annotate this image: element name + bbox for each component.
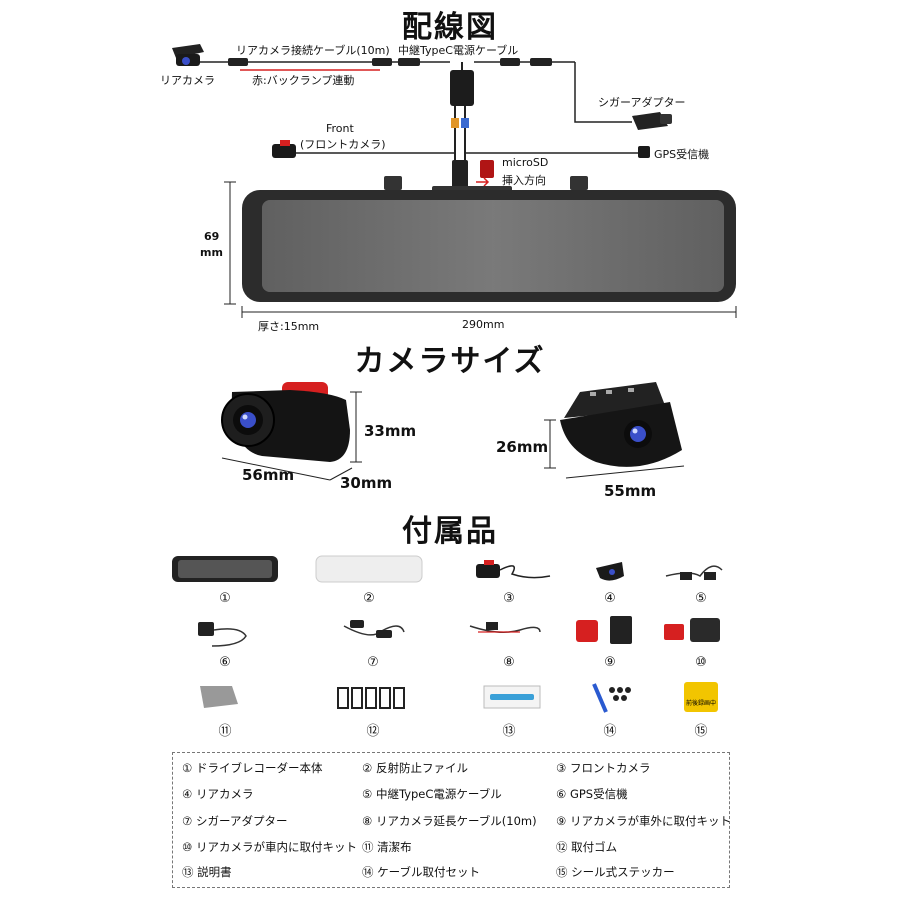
list-item: ⑩ リアカメラが車内に取付キット — [182, 840, 357, 854]
mirror-body — [242, 190, 736, 302]
list-item: ② 反射防止ファイル — [362, 761, 468, 775]
accessory-14-cable-tool — [592, 683, 631, 713]
accessory-15-sticker — [684, 682, 718, 712]
thickness-label: 厚さ:15mm — [258, 320, 320, 333]
rear-camera-height: 26mm — [496, 438, 549, 456]
accessory-number: ⑪ — [218, 724, 232, 739]
sticker-text: 前後録画中 — [686, 700, 717, 707]
width-label: 290mm — [462, 318, 505, 331]
accessory-number: ② — [363, 591, 375, 606]
accessory-number: ① — [219, 591, 231, 606]
list-item: ⑫ 取付ゴム — [556, 840, 618, 854]
front-camera-drawing — [221, 382, 350, 462]
list-item: ⑭ ケーブル取付セット — [362, 865, 480, 879]
accessory-12-rubber — [337, 687, 405, 709]
accessory-number: ⑦ — [367, 655, 379, 670]
accessory-4-rear-camera — [596, 562, 624, 581]
camera-size-title: カメラサイズ — [354, 344, 546, 379]
gps-label: GPS受信機 — [654, 148, 710, 161]
list-item: ① ドライブレコーダー本体 — [182, 761, 323, 775]
front-camera-small-icon — [272, 140, 296, 158]
height-value: 69 — [204, 230, 220, 243]
front-camera-height: 33mm — [364, 422, 417, 440]
rear-camera-label: リアカメラ — [160, 74, 215, 87]
wiring-title: 配線図 — [402, 10, 498, 45]
insert-arrow-icon — [476, 177, 490, 187]
list-item: ⑨ リアカメラが車外に取付キット — [556, 814, 731, 828]
accessory-11-cloth — [200, 686, 238, 708]
accessory-number: ⑨ — [604, 655, 616, 670]
rear-cable-label: リアカメラ接続ケーブル(10m) — [236, 44, 390, 57]
front-label-en: Front — [326, 122, 354, 135]
accessory-1-mirror — [172, 556, 278, 582]
rear-camera-drawing — [560, 382, 682, 467]
microsd-icon — [480, 160, 494, 178]
insert-direction-label: 挿入方向 — [502, 174, 546, 187]
accessory-6-gps — [198, 622, 247, 647]
accessory-3-front-camera — [476, 560, 551, 579]
accessory-number: ⑧ — [503, 655, 515, 670]
front-camera-depth: 30mm — [340, 474, 393, 492]
accessory-number: ⑭ — [603, 724, 617, 739]
accessory-7-cigar — [343, 620, 405, 638]
accessory-9-outside-kit — [576, 616, 632, 644]
accessory-list — [172, 752, 730, 888]
front-label-jp: (フロントカメラ) — [300, 138, 386, 151]
accessory-number: ⑬ — [502, 724, 516, 739]
cigar-adapter-icon — [632, 112, 672, 130]
accessory-number: ⑫ — [366, 724, 380, 739]
front-camera-width: 56mm — [242, 466, 295, 484]
list-item: ⑦ シガーアダプター — [182, 814, 288, 828]
list-item: ④ リアカメラ — [182, 787, 254, 801]
accessory-number: ⑩ — [695, 655, 707, 670]
cigar-adapter-label: シガーアダプター — [598, 96, 686, 109]
accessory-number: ④ — [604, 591, 616, 606]
microsd-label: microSD — [502, 156, 549, 169]
list-item: ③ フロントカメラ — [556, 761, 651, 775]
list-item: ⑮ シール式ステッカー — [556, 865, 675, 879]
accessory-number: ⑮ — [694, 724, 708, 739]
list-item: ⑥ GPS受信機 — [556, 787, 628, 801]
accessory-2-film — [315, 555, 423, 583]
accessories-title: 付属品 — [402, 514, 498, 549]
list-item: ⑪ 清潔布 — [362, 840, 412, 854]
accessory-number: ⑥ — [219, 655, 231, 670]
back-lamp-label: 赤:バックランプ連動 — [252, 74, 355, 87]
accessory-13-manual — [483, 685, 541, 709]
accessory-5-relay-cable — [665, 565, 723, 580]
rear-camera-width: 55mm — [604, 482, 657, 500]
accessory-number: ③ — [503, 591, 515, 606]
accessory-8-extension-cable — [469, 622, 541, 633]
list-item: ⑬ 説明書 — [182, 865, 232, 879]
accessory-number: ⑤ — [695, 591, 707, 606]
list-item: ⑤ 中継TypeC電源ケーブル — [362, 787, 502, 801]
relay-cable-label: 中継TypeC電源ケーブル — [398, 44, 519, 57]
list-item: ⑧ リアカメラ延長ケーブル(10m) — [362, 814, 537, 828]
accessory-10-inside-kit — [664, 618, 720, 642]
relay-box — [450, 70, 474, 106]
height-unit: mm — [200, 246, 223, 259]
gps-icon — [638, 146, 650, 158]
rear-camera-icon — [172, 44, 204, 66]
